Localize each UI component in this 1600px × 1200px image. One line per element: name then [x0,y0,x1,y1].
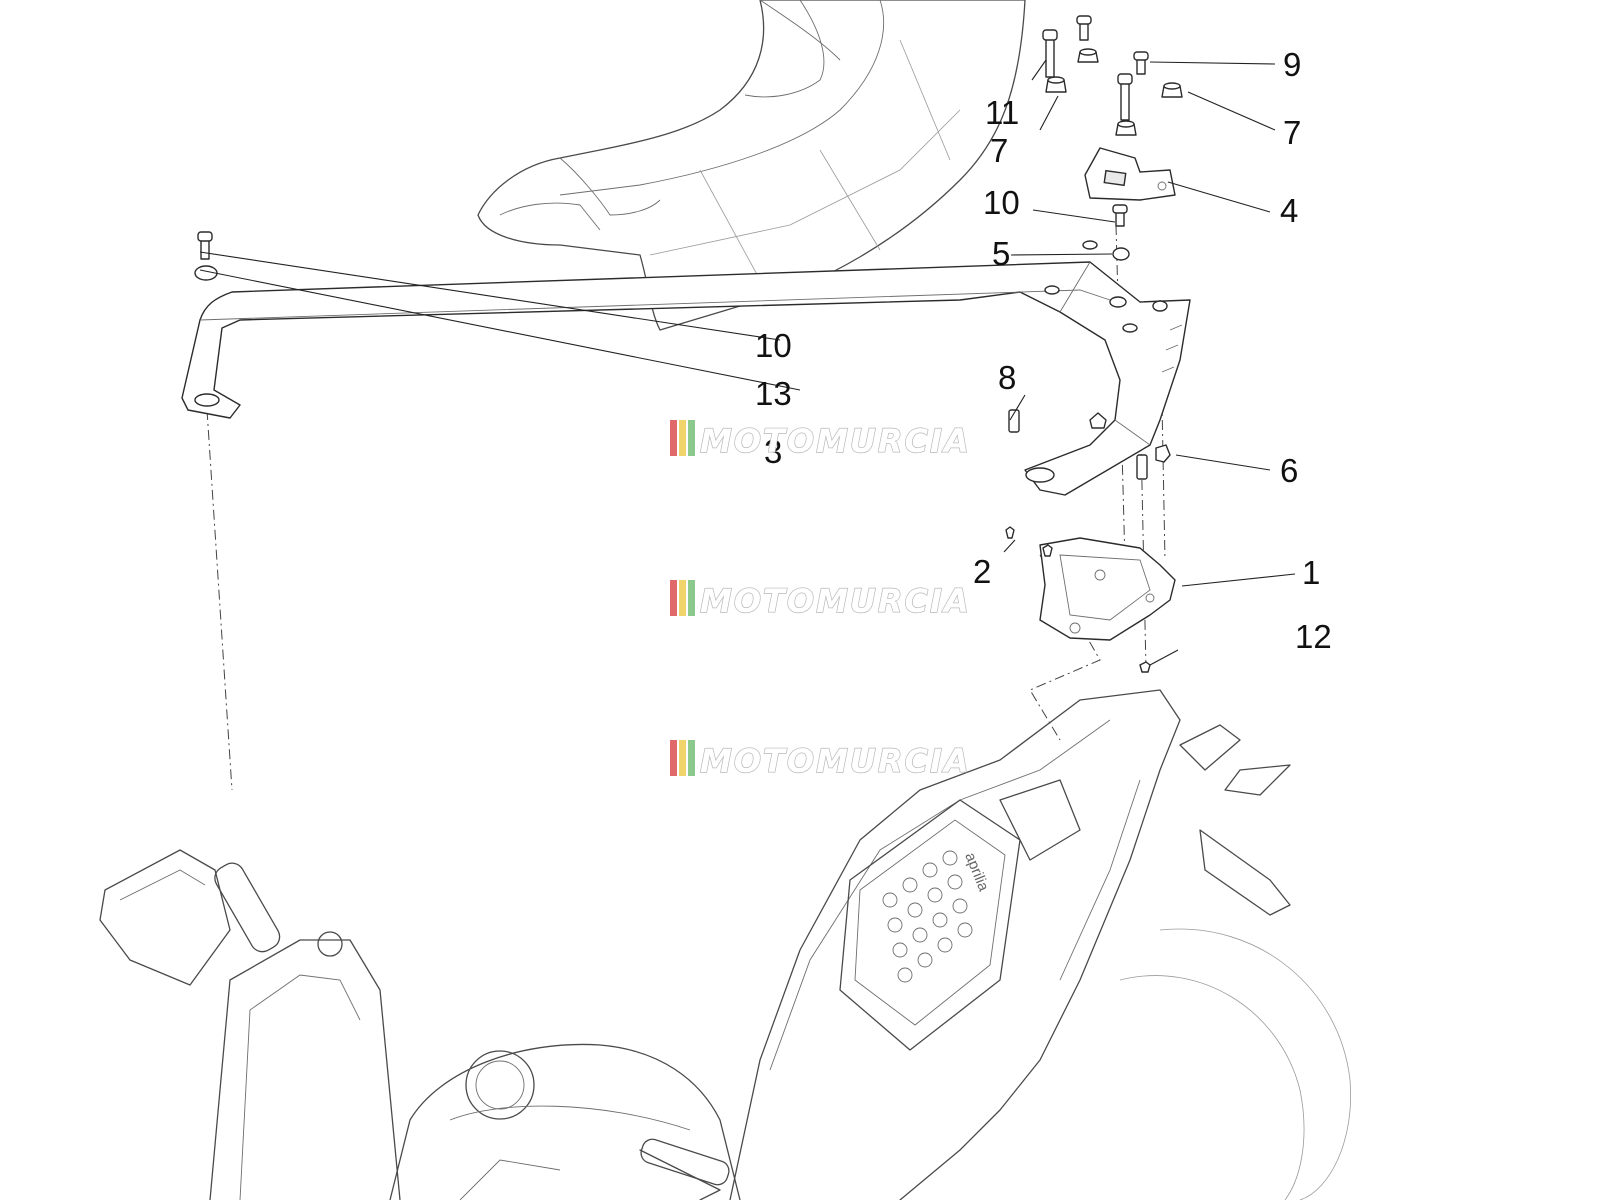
watermark-stripe-yellow [679,580,686,616]
watermark-stripe-green [688,420,695,456]
watermark-stripe-red [670,580,677,616]
callout-11: 11 [985,94,1019,131]
watermark-stripe-yellow [679,420,686,456]
screw-part-12 [1139,661,1151,673]
leader-lines [199,59,1296,666]
battery-cell-grid [882,850,973,983]
watermark-2: MOTOMURCIA [670,580,971,621]
callout-1: 1 [1302,554,1320,591]
cover-plate-part-4 [1084,147,1176,201]
callout-numbers: 1 2 3 4 5 6 7 7 8 9 10 10 11 12 13 [755,46,1332,655]
callout-2: 2 [973,553,991,590]
callout-10-right: 10 [983,184,1020,221]
bracket-part-1 [1039,537,1176,641]
bolt-part-11-b [1117,73,1133,121]
callout-4: 4 [1280,192,1298,229]
callout-5: 5 [992,235,1010,272]
grommet-part-6 [1155,444,1171,463]
callout-7-right: 7 [1283,114,1301,151]
rubber-part-7 [1045,48,1183,136]
bolt-part-10 [197,204,1128,260]
rear-rack-part-3 [181,240,1191,496]
washer-part-5 [1112,247,1130,261]
callout-9: 9 [1283,46,1301,83]
callout-12: 12 [1295,618,1332,655]
callout-8: 8 [998,359,1016,396]
watermark-stripe-red [670,420,677,456]
callout-13: 13 [755,375,792,412]
watermark-stripe-red [670,740,677,776]
watermark-stripe-green [688,580,695,616]
callout-3: 3 [764,433,782,470]
callout-7-left: 7 [990,132,1008,169]
bolt-part-11 [1042,29,1058,78]
callout-10-left: 10 [755,327,792,364]
watermark-stripe-yellow [679,740,686,776]
watermark-3: MOTOMURCIA [670,740,971,781]
bolt-part-9 [1076,15,1149,75]
spacer-part-8 [1008,409,1148,480]
watermark-text: MOTOMURCIA [700,422,971,460]
watermark-1: MOTOMURCIA [670,420,971,461]
watermark-text: MOTOMURCIA [700,582,971,620]
screw-part-2 [1005,526,1053,557]
callout-6: 6 [1280,452,1298,489]
seat-drawing [477,0,1026,331]
watermark-text: MOTOMURCIA [700,742,971,780]
aprilia-brand-mark: aprilia [961,850,992,894]
watermark-stripe-green [688,740,695,776]
